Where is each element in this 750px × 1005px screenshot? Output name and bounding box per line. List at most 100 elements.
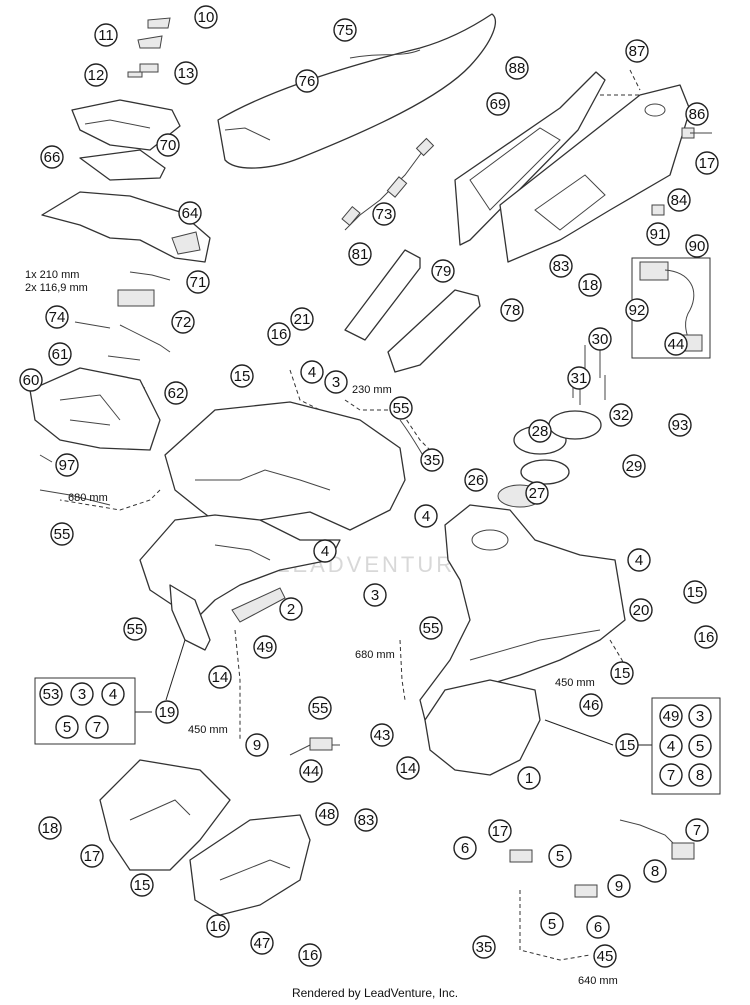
callout-8: 8 [643,859,667,883]
shroud-47 [189,814,311,916]
callout-88: 88 [505,56,529,80]
svg-text:5: 5 [696,738,704,755]
callout-3: 3 [70,682,94,706]
callout-55: 55 [123,617,147,641]
svg-text:75: 75 [337,22,354,39]
dim-hose-680-left: 680 mm [68,492,108,504]
callout-73: 73 [372,202,396,226]
sticker-66 [79,149,166,181]
callout-21: 21 [290,307,314,331]
callout-5: 5 [55,715,79,739]
svg-text:55: 55 [312,700,329,717]
svg-text:4: 4 [109,686,117,703]
svg-text:74: 74 [49,309,66,326]
svg-text:13: 13 [178,65,195,82]
callout-17: 17 [80,844,104,868]
svg-text:14: 14 [400,760,417,777]
svg-text:16: 16 [210,918,227,935]
svg-text:46: 46 [583,697,600,714]
svg-text:79: 79 [435,263,452,280]
cap-72 [117,289,155,307]
svg-text:44: 44 [303,763,320,780]
callout-17: 17 [488,819,512,843]
pad-81 [344,249,421,341]
callout-84: 84 [667,188,691,212]
svg-text:49: 49 [663,708,680,725]
svg-text:3: 3 [78,686,86,703]
callout-32: 32 [609,403,633,427]
svg-text:31: 31 [571,370,588,387]
svg-text:4: 4 [635,552,643,569]
svg-text:48: 48 [319,806,336,823]
hose-dashed-5 [399,639,406,701]
svg-text:4: 4 [321,543,329,560]
callout-53: 53 [39,682,63,706]
svg-text:17: 17 [84,848,101,865]
callout-20: 20 [629,598,653,622]
dim-hose-640: 640 mm [578,975,618,987]
grommet-84 [651,204,665,216]
svg-text:5: 5 [556,848,564,865]
callout-60: 60 [19,368,43,392]
svg-text:53: 53 [43,686,60,703]
pad-80 [387,289,481,373]
svg-text:8: 8 [651,863,659,880]
callout-15: 15 [683,580,707,604]
callout-11: 11 [94,23,118,47]
callout-8: 8 [688,763,712,787]
svg-text:17: 17 [699,155,716,172]
svg-text:35: 35 [476,939,493,956]
callout-4: 4 [414,504,438,528]
svg-text:69: 69 [490,96,507,113]
callout-83: 83 [549,254,573,278]
svg-text:84: 84 [671,192,688,209]
svg-text:49: 49 [257,639,274,656]
callout-81: 81 [348,242,372,266]
svg-text:55: 55 [393,400,410,417]
callout-29: 29 [622,454,646,478]
dim-hose-450-left: 450 mm [188,724,228,736]
svg-text:93: 93 [672,417,689,434]
svg-text:16: 16 [698,629,715,646]
airbox-60 [29,367,161,451]
callout-5: 5 [688,734,712,758]
callout-43: 43 [370,723,394,747]
svg-text:15: 15 [614,665,631,682]
svg-text:14: 14 [212,669,229,686]
callout-17: 17 [695,151,719,175]
callout-27: 27 [525,481,549,505]
svg-text:91: 91 [650,226,667,243]
callout-55: 55 [419,616,443,640]
dim-tank-2: 2x 116,9 mm [25,282,88,294]
callout-49: 49 [659,704,683,728]
footer-credit: Rendered by LeadVenture, Inc. [291,986,459,1000]
svg-text:10: 10 [198,9,215,26]
callout-35: 35 [472,935,496,959]
svg-text:83: 83 [553,258,570,275]
svg-text:3: 3 [371,587,379,604]
svg-text:17: 17 [492,823,509,840]
svg-text:1: 1 [525,770,533,787]
svg-text:16: 16 [302,947,319,964]
dim-hose-680-center: 680 mm [355,649,395,661]
callout-14: 14 [396,756,420,780]
callout-15: 15 [130,873,154,897]
callout-2: 2 [279,597,303,621]
callout-72: 72 [171,310,195,334]
svg-text:71: 71 [190,274,207,291]
callout-45: 45 [593,944,617,968]
callout-28: 28 [528,419,552,443]
callout-92: 92 [625,298,649,322]
callout-16: 16 [206,914,230,938]
callout-31: 31 [567,366,591,390]
callout-70: 70 [156,133,180,157]
callout-4: 4 [627,548,651,572]
bracket-10-11 [137,17,171,49]
callout-49: 49 [253,635,277,659]
callout-16: 16 [298,943,322,967]
svg-text:73: 73 [376,206,393,223]
screw-97 [39,454,53,463]
svg-text:3: 3 [696,708,704,725]
callout-6: 6 [453,836,477,860]
